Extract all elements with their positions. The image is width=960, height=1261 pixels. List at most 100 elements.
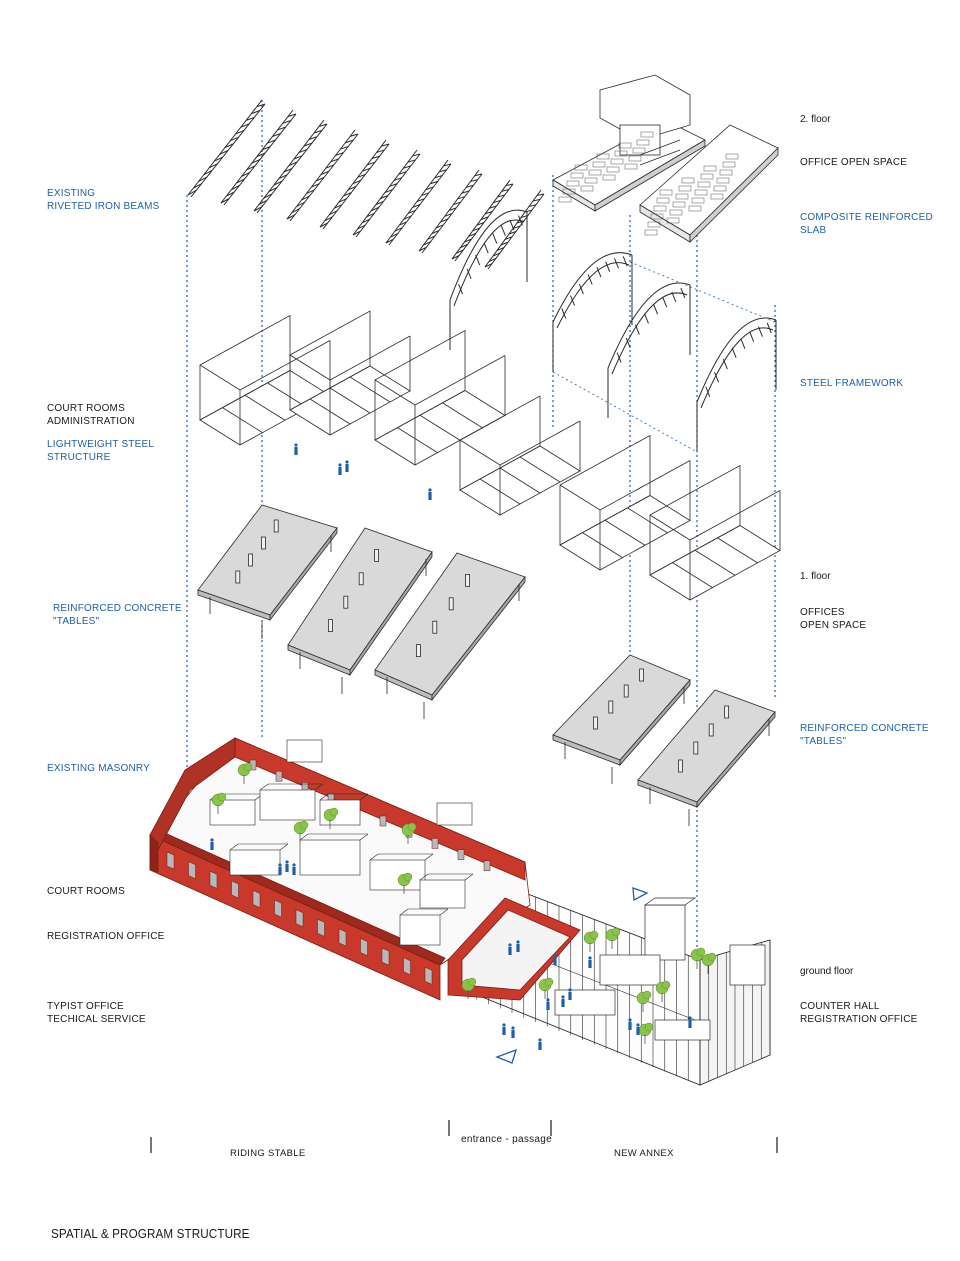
tree-canopy bbox=[707, 952, 717, 962]
desk bbox=[722, 161, 736, 168]
person-head bbox=[502, 1023, 506, 1027]
room-back-wall bbox=[559, 434, 651, 546]
riveted-iron-beams bbox=[187, 99, 545, 270]
desk bbox=[602, 174, 616, 181]
frame-web bbox=[517, 215, 523, 226]
iron-beam-web bbox=[253, 206, 263, 212]
bracing-line bbox=[629, 261, 776, 323]
person-body bbox=[285, 864, 289, 872]
iron-beam-web bbox=[528, 204, 537, 207]
room-partition bbox=[397, 427, 438, 453]
iron-beam-web bbox=[329, 210, 338, 216]
room-partition bbox=[479, 478, 521, 505]
iron-beam-web bbox=[407, 159, 416, 163]
tree-canopy bbox=[544, 977, 554, 987]
desk bbox=[719, 169, 733, 176]
iron-beam-web bbox=[474, 173, 483, 177]
room-top bbox=[649, 514, 691, 541]
column-stub bbox=[724, 705, 729, 719]
iron-beam-web bbox=[412, 204, 421, 208]
person bbox=[636, 1023, 640, 1035]
label-reinforced-concrete-tables-right: REINFORCED CONCRETE "TABLES" bbox=[800, 723, 929, 747]
person-body bbox=[428, 492, 432, 500]
iron-beam-web bbox=[384, 189, 393, 193]
iron-beam-web bbox=[464, 238, 472, 243]
iron-beam-web bbox=[394, 227, 403, 232]
masonry-window bbox=[317, 918, 325, 937]
annex-interior bbox=[554, 897, 766, 1041]
stable-interior-rooms bbox=[209, 739, 474, 946]
person bbox=[338, 463, 342, 475]
frame-web bbox=[731, 347, 737, 359]
desk bbox=[566, 180, 580, 187]
desk bbox=[584, 177, 598, 184]
frame-web bbox=[483, 242, 489, 254]
desk bbox=[596, 153, 610, 160]
tree-canopy bbox=[644, 1022, 654, 1032]
frame-bottom-chord bbox=[556, 262, 630, 329]
tree-canopy bbox=[467, 977, 477, 987]
zone-riding-stable: RIDING STABLE bbox=[230, 1147, 306, 1159]
tree-canopy bbox=[243, 762, 253, 772]
desk bbox=[675, 193, 689, 200]
frame-web bbox=[740, 338, 746, 349]
frame-web bbox=[643, 313, 649, 324]
person bbox=[428, 488, 432, 500]
masonry-window-back bbox=[457, 849, 465, 860]
iron-beam-web bbox=[225, 191, 235, 197]
iron-beam-web bbox=[536, 193, 545, 196]
iron-beam-web bbox=[425, 186, 434, 191]
iron-beam-web bbox=[267, 139, 276, 144]
frame-web bbox=[596, 266, 602, 278]
iron-beam-web bbox=[240, 123, 250, 128]
masonry-window-back bbox=[431, 838, 439, 849]
iron-beam-web bbox=[451, 255, 460, 260]
frame-top-chord bbox=[696, 317, 777, 403]
person-body bbox=[511, 1030, 515, 1038]
person-body bbox=[636, 1027, 640, 1035]
person bbox=[278, 863, 282, 875]
frame-bottom-chord bbox=[700, 327, 774, 409]
person bbox=[516, 940, 520, 952]
iron-beam-web bbox=[403, 215, 412, 220]
desk bbox=[691, 197, 705, 204]
iron-beam-web bbox=[187, 189, 197, 196]
tree bbox=[690, 947, 706, 969]
label-registration-office: REGISTRATION OFFICE bbox=[47, 931, 165, 942]
person-body bbox=[345, 464, 349, 472]
column-stub bbox=[593, 716, 598, 730]
person-body bbox=[561, 999, 565, 1007]
person-body bbox=[508, 947, 512, 955]
desk bbox=[678, 185, 692, 192]
iron-beam-web bbox=[256, 152, 266, 157]
person bbox=[588, 956, 592, 968]
desk bbox=[697, 181, 711, 188]
iron-beam-web bbox=[439, 169, 447, 173]
column-stub bbox=[415, 644, 421, 657]
people bbox=[210, 443, 692, 1050]
iron-beam-web bbox=[286, 214, 296, 220]
iron-beam-web bbox=[427, 235, 436, 240]
person-head bbox=[428, 488, 432, 492]
desk bbox=[580, 185, 594, 192]
iron-beam-web bbox=[434, 175, 443, 179]
person-head bbox=[516, 940, 520, 944]
room-top-edge bbox=[359, 833, 369, 841]
tree-canopy bbox=[407, 822, 417, 832]
iron-beam-web bbox=[318, 123, 328, 127]
person-head bbox=[338, 463, 342, 467]
entrance-arrows bbox=[495, 887, 649, 1064]
iron-beam-web bbox=[444, 213, 453, 217]
iron-beam-web bbox=[423, 241, 431, 246]
person-body bbox=[568, 992, 572, 1000]
iron-beam-web bbox=[362, 167, 371, 172]
masonry-window bbox=[424, 966, 433, 985]
person-head bbox=[511, 1026, 515, 1030]
person-body bbox=[278, 867, 282, 875]
frame-web bbox=[605, 261, 611, 272]
iron-beam-web bbox=[348, 186, 357, 191]
frame-web bbox=[625, 337, 631, 349]
desk bbox=[681, 177, 695, 184]
frame-web bbox=[613, 258, 619, 269]
person-head bbox=[278, 863, 282, 867]
